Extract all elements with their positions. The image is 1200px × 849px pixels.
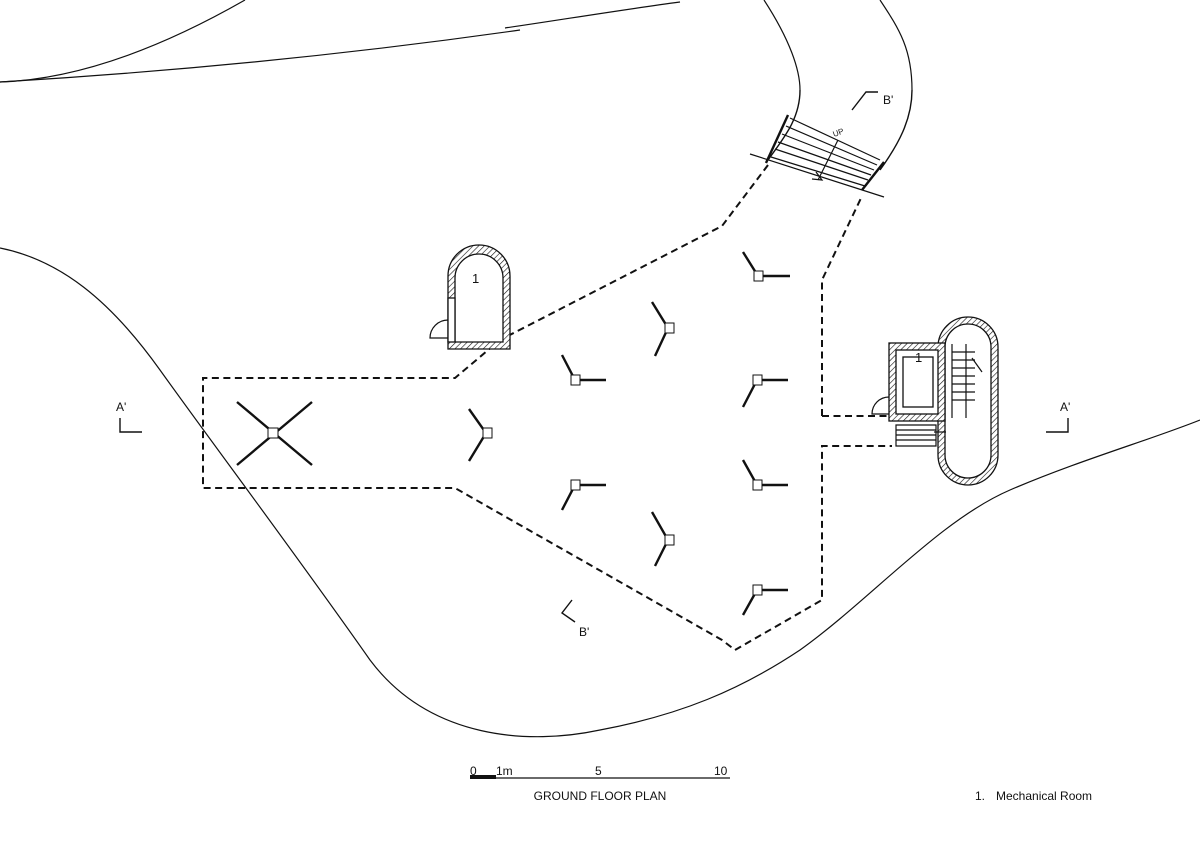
scale-bar: 0 1m 5 10 bbox=[470, 764, 730, 779]
section-marker-b-top: B' bbox=[851, 91, 893, 111]
legend-item-number: 1. bbox=[975, 789, 985, 803]
svg-text:A': A' bbox=[1060, 400, 1070, 414]
column-v-6 bbox=[560, 479, 606, 511]
scale-tick-10: 10 bbox=[714, 764, 728, 778]
svg-text:B': B' bbox=[579, 625, 589, 639]
section-marker-b-bottom: B' bbox=[560, 599, 589, 639]
svg-text:B': B' bbox=[883, 93, 893, 107]
column-v-5 bbox=[741, 374, 788, 408]
room-tag-east: 1 bbox=[915, 350, 922, 365]
scale-tick-1m: 1m bbox=[496, 764, 513, 778]
exterior-stair: UP bbox=[764, 114, 885, 191]
scale-tick-0: 0 bbox=[470, 764, 477, 778]
legend-item-label: Mechanical Room bbox=[996, 789, 1092, 803]
section-marker-a-left: A' bbox=[116, 400, 142, 433]
stair-up-label: UP bbox=[832, 127, 846, 139]
column-v-8 bbox=[741, 459, 788, 491]
column-v-1 bbox=[467, 408, 493, 462]
scale-tick-5: 5 bbox=[595, 764, 602, 778]
structural-columns bbox=[236, 251, 790, 616]
column-x-brace bbox=[236, 401, 313, 466]
column-v-7 bbox=[650, 511, 675, 567]
column-v-3 bbox=[650, 301, 675, 357]
mechanical-room-west: 1 bbox=[429, 244, 511, 350]
roof-outline-dashed bbox=[202, 164, 895, 652]
east-core: 1 bbox=[871, 316, 999, 486]
room-tag-west: 1 bbox=[472, 271, 479, 286]
legend: 1. Mechanical Room bbox=[975, 789, 1092, 803]
column-v-2 bbox=[560, 354, 606, 386]
column-v-4 bbox=[741, 251, 790, 282]
section-marker-a-right: A' bbox=[1046, 400, 1070, 433]
svg-text:A': A' bbox=[116, 400, 126, 414]
access-path bbox=[749, 89, 913, 198]
column-v-9 bbox=[741, 584, 788, 616]
drawing-title: GROUND FLOOR PLAN bbox=[534, 789, 667, 803]
interior-stair bbox=[895, 344, 983, 447]
site-contours bbox=[0, 0, 1200, 738]
